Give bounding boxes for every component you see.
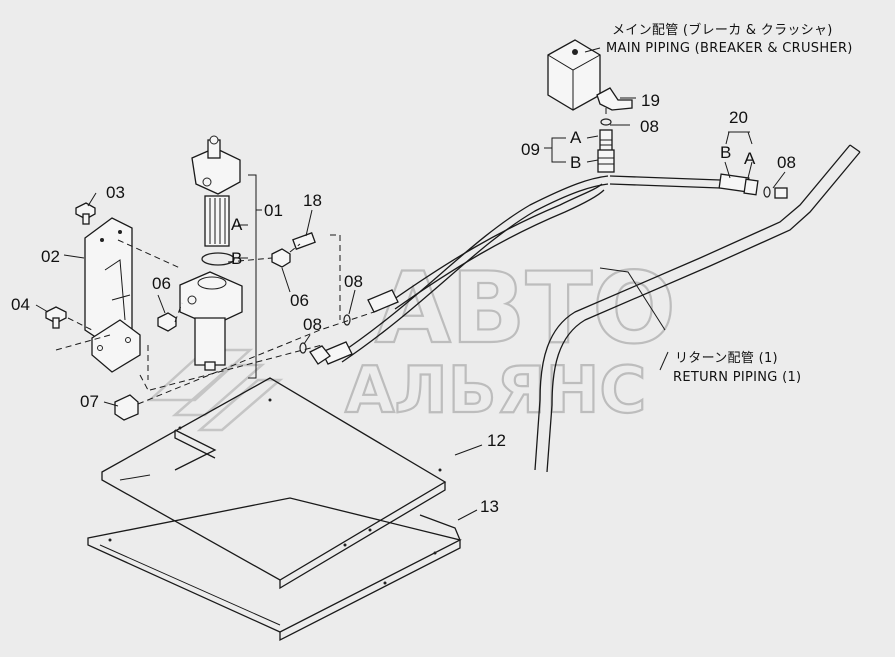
leader-lines xyxy=(35,47,786,521)
return-piping-en-label: RETURN PIPING (1) xyxy=(673,370,801,385)
adapter-20 xyxy=(718,173,788,199)
callout-filter-b: B xyxy=(231,249,242,268)
fittings-06 xyxy=(157,232,316,332)
bolt-04 xyxy=(45,306,67,329)
callout-07: 07 xyxy=(80,392,99,411)
elbow-07 xyxy=(114,394,139,421)
adapter-09 xyxy=(597,118,615,173)
o-ring-b xyxy=(201,252,235,266)
watermark-line2: АЛЬЯНС xyxy=(345,354,646,428)
callout-02: 02 xyxy=(41,247,60,266)
watermark-line1: АВТО xyxy=(375,252,676,366)
callout-18: 18 xyxy=(303,191,322,210)
main-piping-block xyxy=(547,39,601,111)
o-rings-08 xyxy=(299,314,351,354)
bolt-03 xyxy=(75,202,96,225)
callout-08-low: 08 xyxy=(303,315,322,334)
cover-plate-12 xyxy=(101,377,447,590)
return-piping-jp-label: リターン配管 (1) xyxy=(675,351,778,366)
callout-20-b: B xyxy=(720,143,731,162)
callout-13: 13 xyxy=(480,497,499,516)
cover-plate-13 xyxy=(87,497,462,642)
callout-19: 19 xyxy=(641,91,660,110)
callout-12: 12 xyxy=(487,431,506,450)
callout-08-right: 08 xyxy=(777,153,796,172)
bracket-02 xyxy=(84,217,141,373)
callout-08-top: 08 xyxy=(640,117,659,136)
elbow-fitting-19 xyxy=(596,87,633,111)
main-hoses xyxy=(321,175,721,365)
notes: メイン配管 (ブレーカ & クラッシャ) MAIN PIPING (BREAKE… xyxy=(606,22,853,385)
callout-08-mid: 08 xyxy=(344,272,363,291)
callout-filter-a: A xyxy=(231,215,243,234)
filter-head xyxy=(191,135,241,195)
callout-09-a: A xyxy=(570,128,582,147)
callout-03: 03 xyxy=(106,183,125,202)
filter-element xyxy=(204,195,230,247)
callout-06-right: 06 xyxy=(290,291,309,310)
callout-06-left: 06 xyxy=(152,274,171,293)
callout-20-a: A xyxy=(744,149,756,168)
watermark: АВТО АЛЬЯНС xyxy=(146,251,677,432)
callout-09: 09 xyxy=(521,140,540,159)
filter-body xyxy=(179,271,243,371)
callout-04: 04 xyxy=(11,295,30,314)
callout-01: 01 xyxy=(264,201,283,220)
watermark-logo-icon xyxy=(146,348,284,432)
callout-20: 20 xyxy=(729,108,748,127)
main-piping-en-label: MAIN PIPING (BREAKER & CRUSHER) xyxy=(606,41,853,56)
callouts: 03 02 04 01 A B 06 06 18 08 08 07 12 13 … xyxy=(11,91,796,516)
callout-09-b: B xyxy=(570,153,581,172)
elbow-hose-end xyxy=(309,345,331,365)
main-piping-jp-label: メイン配管 (ブレーカ & クラッシャ) xyxy=(612,22,833,38)
return-pipe xyxy=(534,144,861,473)
